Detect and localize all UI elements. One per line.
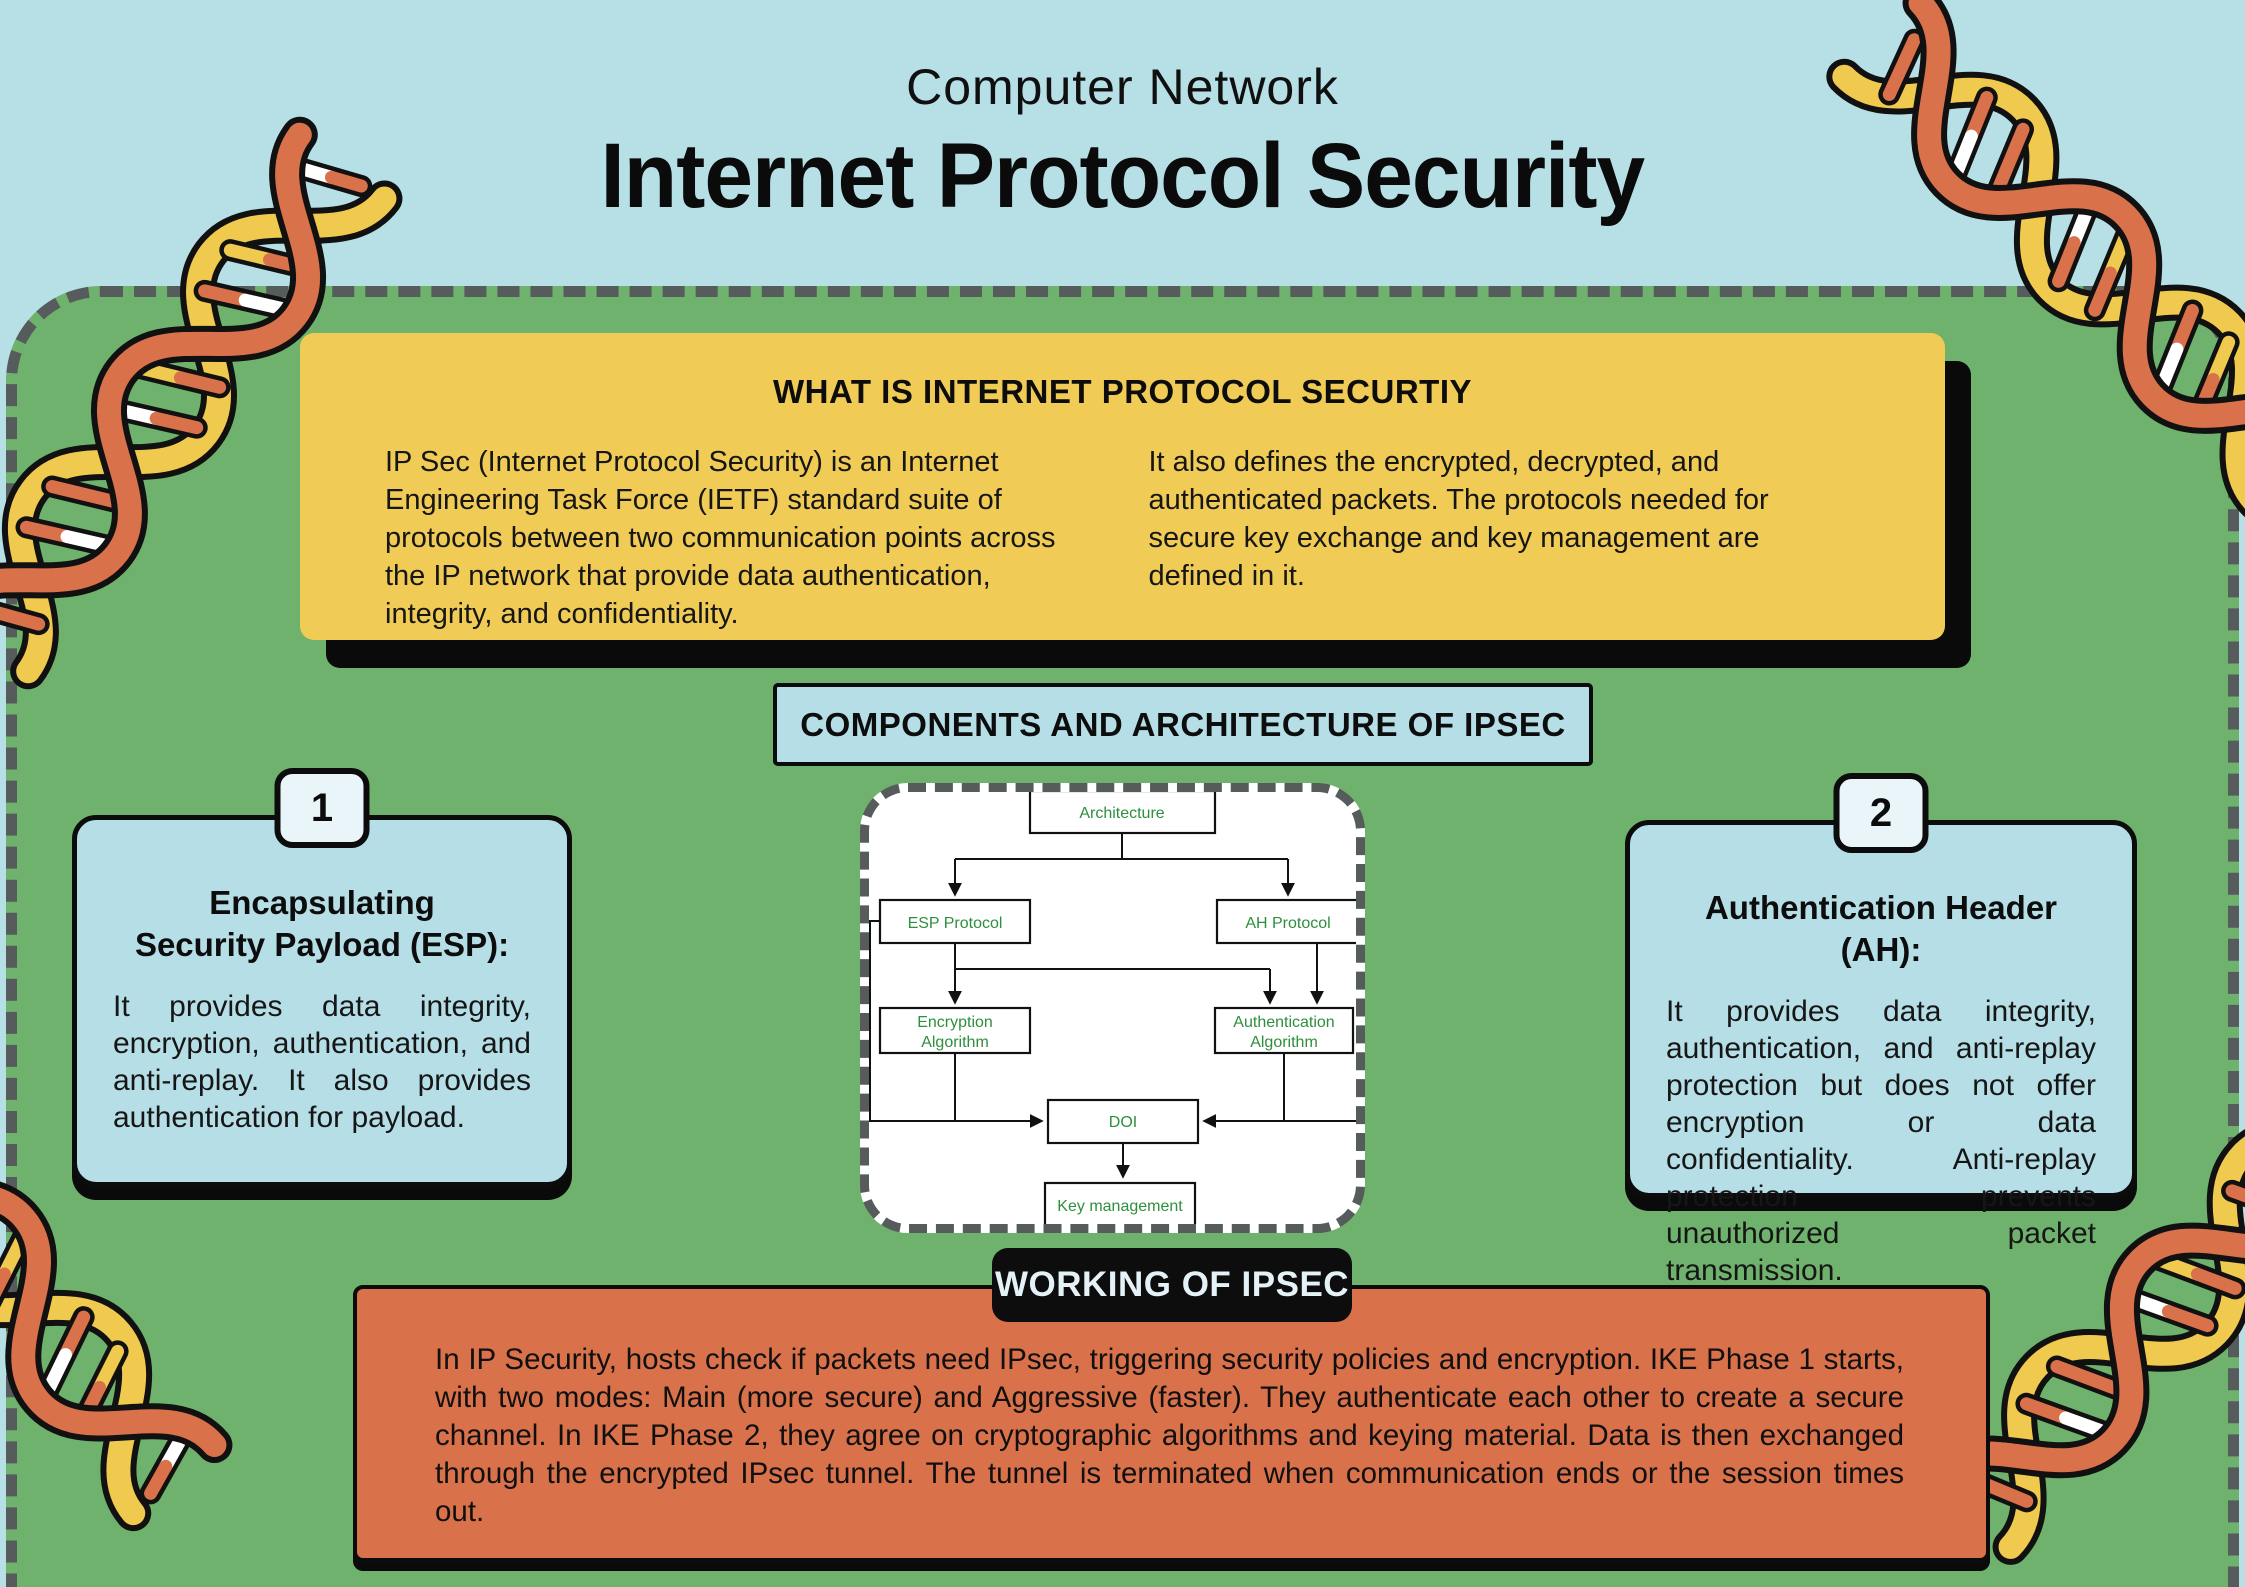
doi-node-label: DOI — [1109, 1114, 1137, 1131]
ipsec-architecture-flowchart: Architecture ESP Protocol AH Protocol En… — [869, 792, 1356, 1224]
working-of-ipsec-box: In IP Security, hosts check if packets n… — [353, 1285, 1990, 1562]
authentication-node-label-line1: Authentication — [1233, 1014, 1334, 1031]
components-architecture-banner: COMPONENTS AND ARCHITECTURE OF IPSEC — [773, 683, 1593, 766]
encryption-algorithm-node-box — [878, 1006, 1032, 1055]
header: Computer Network Internet Protocol Secur… — [0, 58, 2245, 229]
what-is-ipsec-box: WHAT IS INTERNET PROTOCOL SECURTIY IP Se… — [300, 333, 1945, 640]
what-is-title: WHAT IS INTERNET PROTOCOL SECURTIY — [772, 373, 1473, 410]
esp-card-title: Encapsulating Security Payload (ESP): — [113, 882, 531, 966]
architecture-node-box — [1028, 792, 1217, 835]
ah-protocol-node-label: AH Protocol — [1245, 915, 1330, 932]
esp-protocol-node-box — [878, 898, 1032, 945]
esp-card-number-badge: 1 — [274, 768, 370, 848]
ah-card: 2 Authentication Header (AH): It provide… — [1625, 773, 2137, 1287]
what-is-text-right: It also defines the encrypted, decrypted… — [1148, 446, 1769, 592]
esp-card-body: It provides data integrity, encryption, … — [113, 990, 531, 1134]
encryption-node-label-line1: Encryption — [917, 1014, 993, 1031]
ah-card-title-line1: Authentication Header — [1704, 889, 2058, 926]
doi-node-box — [1046, 1098, 1200, 1145]
esp-card-title-line1: Encapsulating — [209, 884, 435, 921]
ah-card-number-badge: 2 — [1833, 773, 1929, 853]
ah-protocol-node-box — [1215, 898, 1356, 945]
working-of-ipsec-banner: WORKING OF IPSEC — [992, 1248, 1352, 1322]
flowchart-boxes — [878, 792, 1356, 1224]
esp-card: 1 Encapsulating Security Payload (ESP): … — [72, 768, 572, 1187]
ah-card-title: Authentication Header (AH): — [1666, 887, 2096, 971]
key-management-node-box — [1043, 1181, 1197, 1224]
encryption-node-label-line2: Algorithm — [921, 1034, 989, 1051]
working-of-ipsec-text: In IP Security, hosts check if packets n… — [435, 1343, 1904, 1528]
authentication-node-label-line2: Algorithm — [1250, 1034, 1318, 1051]
authentication-algorithm-node-box — [1213, 1006, 1355, 1055]
what-is-text-left: IP Sec (Internet Protocol Security) is a… — [385, 446, 1056, 630]
key-management-node-label: Key management — [1057, 1198, 1183, 1215]
ah-card-title-line2: (AH): — [1840, 931, 1922, 968]
flowchart-labels: Architecture ESP Protocol AH Protocol En… — [908, 805, 1335, 1215]
flowchart-connectors — [869, 833, 1356, 1179]
ah-card-body: It provides data integrity, authenticati… — [1666, 995, 2096, 1287]
esp-protocol-node-label: ESP Protocol — [908, 915, 1003, 932]
page-title: Internet Protocol Security — [600, 125, 1646, 227]
ipsec-architecture-diagram: Architecture ESP Protocol AH Protocol En… — [860, 783, 1365, 1233]
architecture-node-label: Architecture — [1079, 805, 1164, 822]
esp-card-title-line2: Security Payload (ESP): — [134, 926, 510, 963]
header-subtitle: Computer Network — [906, 59, 1339, 115]
